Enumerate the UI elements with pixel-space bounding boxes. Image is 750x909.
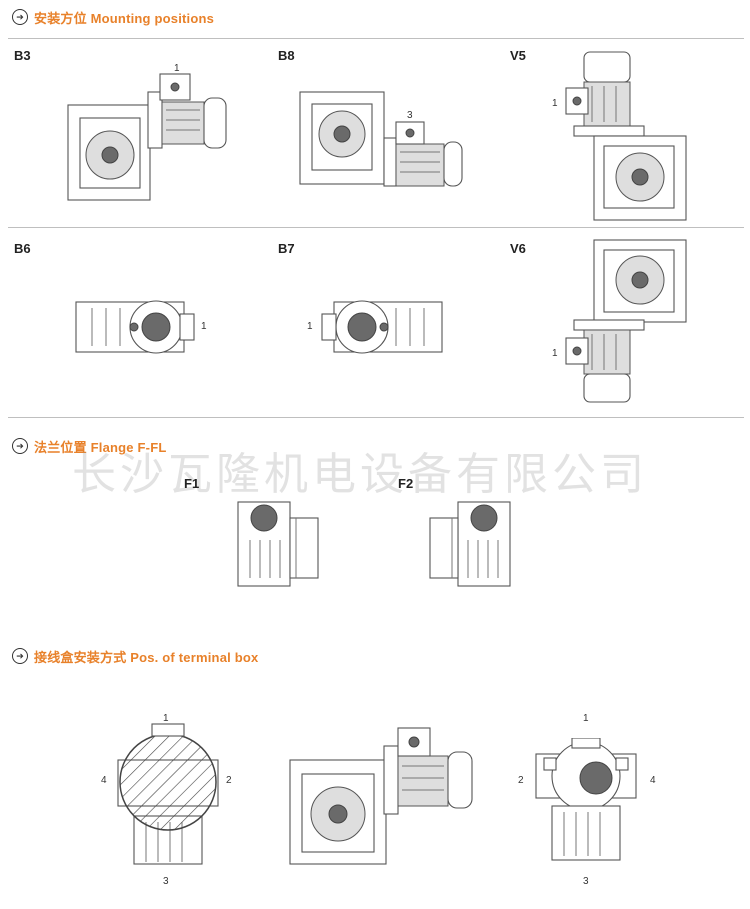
- terminal-left-left: 4: [101, 775, 107, 786]
- gearbox-drawing-v5: [565, 51, 687, 221]
- terminal-mark-v6: 1: [552, 348, 558, 359]
- flange-drawing-f1: [237, 501, 319, 587]
- terminal-mark-b6: 1: [201, 321, 207, 332]
- section-divider: [8, 38, 744, 39]
- arrow-circle-icon: ➔: [12, 438, 28, 454]
- terminal-right-bottom: 3: [583, 876, 589, 887]
- terminal-mark-v5: 1: [552, 98, 558, 109]
- watermark: 长沙瓦隆机电设备有限公司: [72, 449, 648, 500]
- gearbox-drawing-b3: [67, 73, 227, 201]
- terminal-box-drawing-right: [535, 738, 637, 861]
- section-title-terminal: 接线盒安装方式 Pos. of terminal box: [34, 649, 259, 665]
- gearbox-drawing-b6: [75, 300, 195, 354]
- terminal-mark-b3: 1: [174, 63, 180, 74]
- flange-drawing-f2: [429, 501, 511, 587]
- gearbox-drawing-b7: [321, 300, 443, 354]
- arrow-circle-icon: ➔: [12, 9, 28, 25]
- position-label-b8: B8: [278, 48, 295, 63]
- terminal-box-drawing-left: [117, 723, 219, 865]
- position-label-b3: B3: [14, 48, 31, 63]
- terminal-right-right: 4: [650, 775, 656, 786]
- arrow-circle-icon: ➔: [12, 648, 28, 664]
- gearbox-drawing-v6: [565, 239, 687, 403]
- flange-label-f2: F2: [398, 476, 414, 491]
- terminal-left-bottom: 3: [163, 876, 169, 887]
- section-title-flange: 法兰位置 Flange F-FL: [34, 439, 167, 455]
- terminal-right-top: 1: [583, 713, 589, 724]
- terminal-mark-b7: 1: [307, 321, 313, 332]
- position-label-b6: B6: [14, 241, 31, 256]
- position-label-b7: B7: [278, 241, 295, 256]
- section-header-flange: ➔ 法兰位置 Flange F-FL: [12, 436, 166, 456]
- terminal-right-left: 2: [518, 775, 524, 786]
- section-header-terminal: ➔ 接线盒安装方式 Pos. of terminal box: [12, 646, 258, 666]
- position-label-v6: V6: [510, 241, 526, 256]
- gearbox-drawing-b8: [299, 91, 463, 187]
- flange-label-f1: F1: [184, 476, 200, 491]
- terminal-left-right: 2: [226, 775, 232, 786]
- position-label-v5: V5: [510, 48, 526, 63]
- terminal-mark-b8: 3: [407, 110, 413, 121]
- section-title-mounting: 安装方位 Mounting positions: [34, 10, 215, 26]
- terminal-left-top: 1: [163, 713, 169, 724]
- gearbox-drawing-terminal-reference: [289, 727, 473, 865]
- section-header-mounting: ➔ 安装方位 Mounting positions: [12, 7, 214, 27]
- section-divider: [8, 417, 744, 418]
- row-divider: [8, 227, 744, 228]
